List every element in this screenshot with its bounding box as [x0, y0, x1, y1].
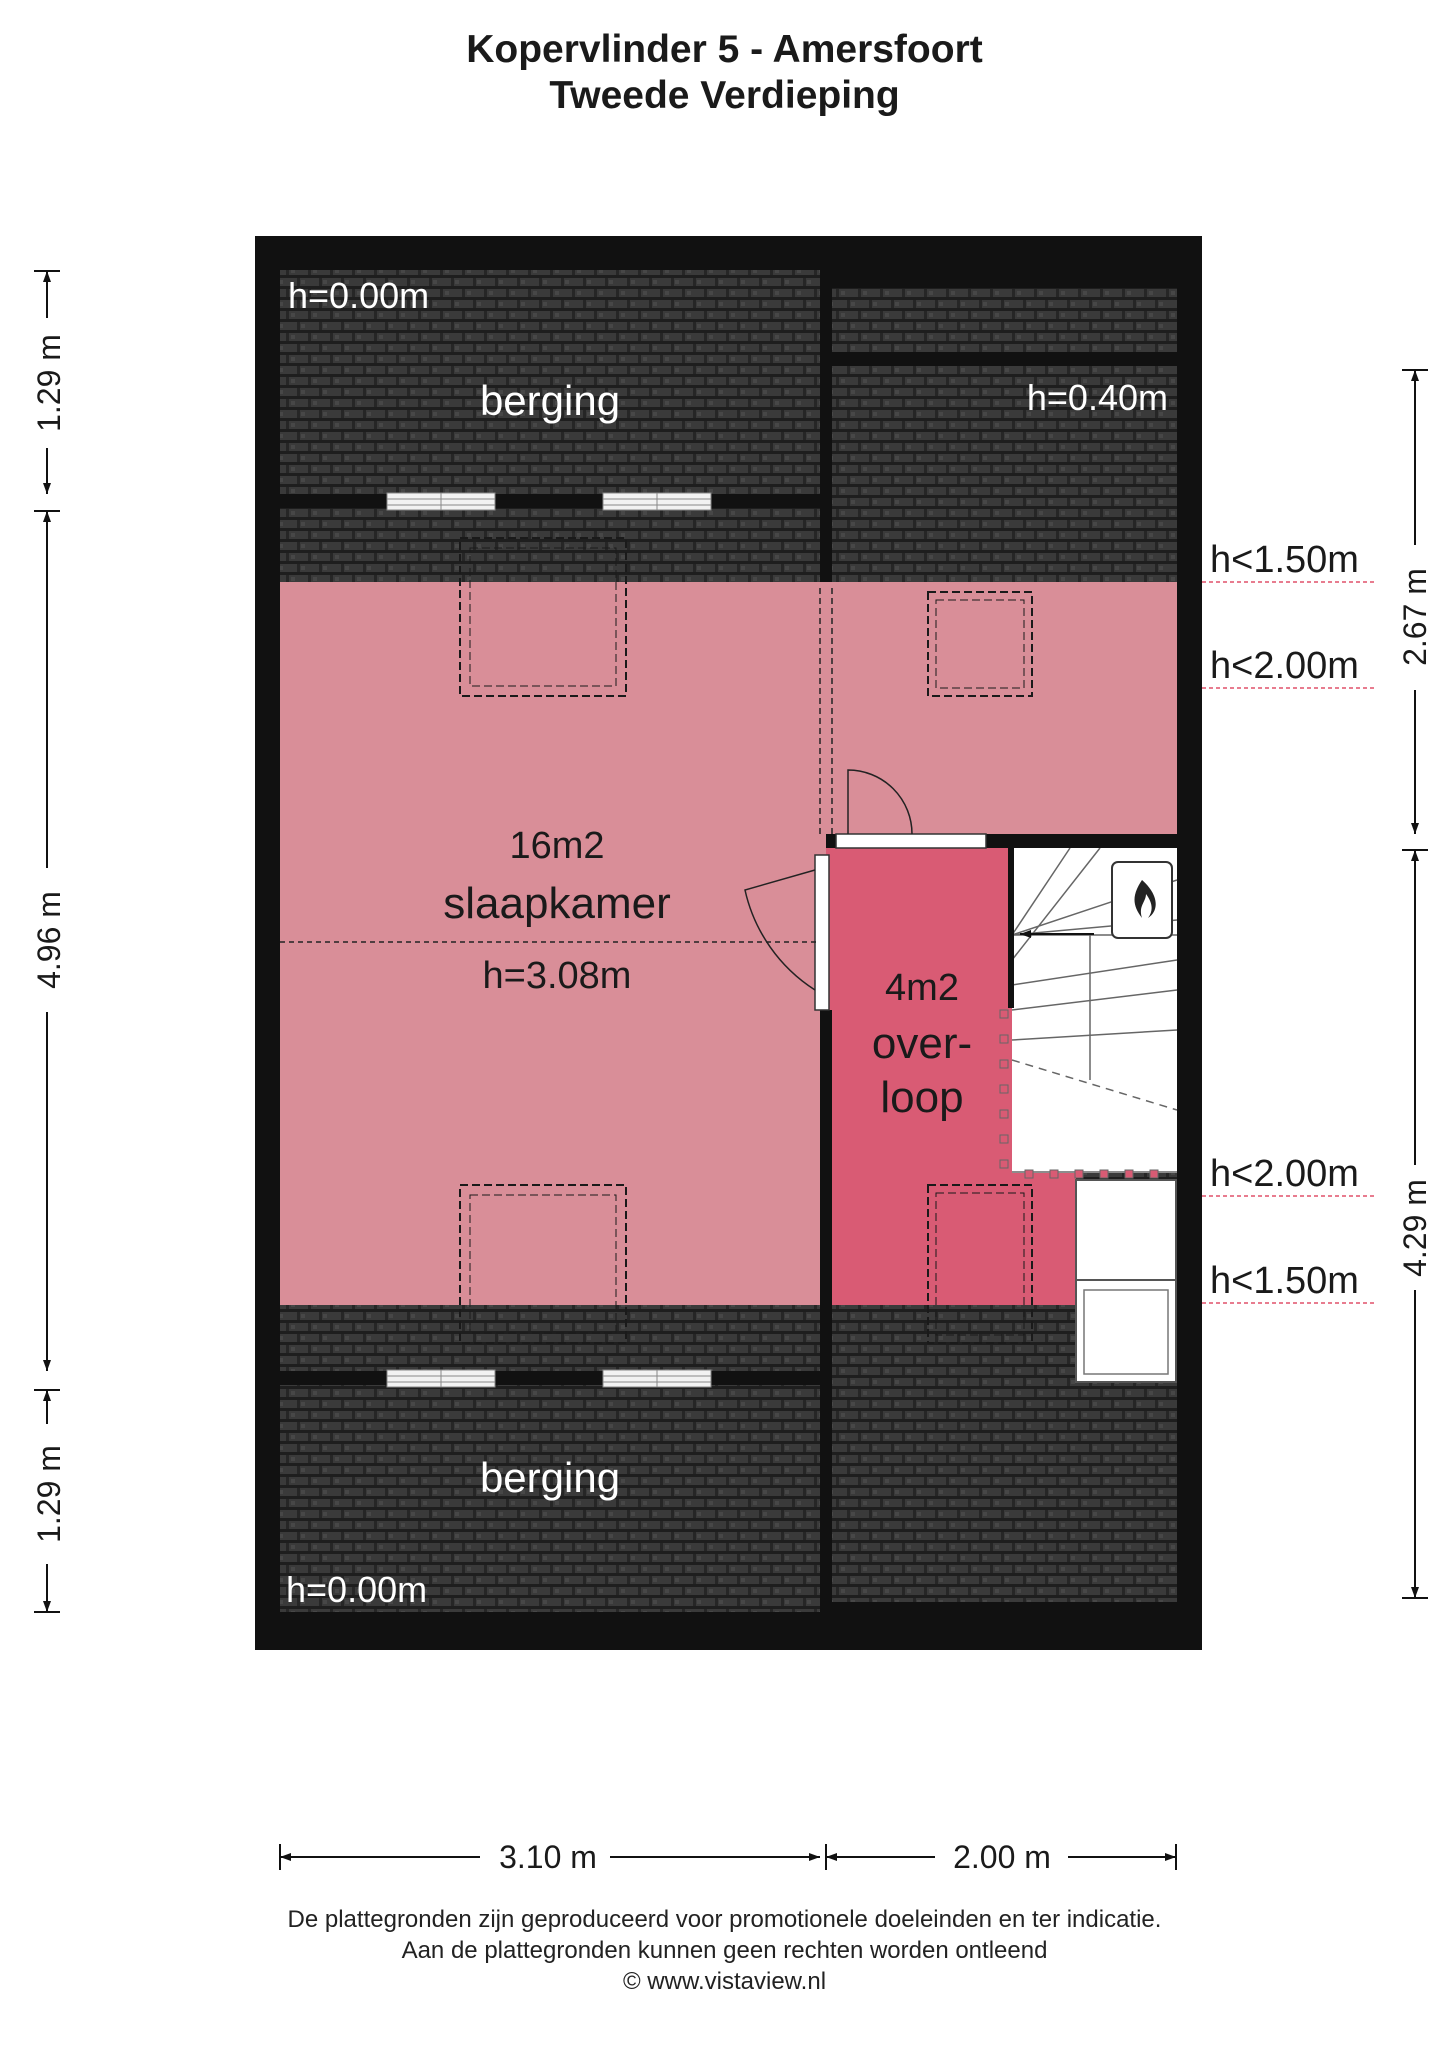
bedroom-name: slaapkamer	[443, 879, 670, 928]
bedroom-area-label: 16m2	[509, 825, 604, 867]
washing-machine	[1075, 1279, 1177, 1383]
storage-wall-bottom	[280, 1371, 820, 1385]
storage-bottom-name: berging	[480, 1454, 620, 1501]
skylight-landing	[927, 1184, 1033, 1344]
wall-vertical-upper	[820, 270, 832, 582]
storage-hatches-bottom	[386, 1369, 712, 1388]
height-marker-bottom-150: h<1.50m	[1210, 1260, 1359, 1302]
landing-name-line1: over-	[872, 1019, 972, 1068]
roof-right-height: h=0.40m	[1027, 377, 1168, 418]
dimension-bottom-left: 3.10 m	[499, 1839, 597, 1875]
dimension-lines-right	[1402, 369, 1428, 1599]
storage-top-height: h=0.00m	[288, 275, 429, 316]
landing-area-label: 4m2	[885, 967, 959, 1009]
wall-vertical-lower	[820, 1305, 832, 1612]
wall-stair-left	[1008, 848, 1014, 1008]
bedroom-area	[280, 582, 1177, 1305]
dimension-left-top: 1.29 m	[31, 334, 67, 432]
flame-icon	[1134, 880, 1156, 918]
dimension-left-middle: 4.96 m	[31, 891, 67, 989]
dimension-lines-bottom	[279, 1844, 1177, 1870]
dimension-right-bottom: 4.29 m	[1397, 1179, 1433, 1277]
opening-dashes	[819, 588, 833, 834]
washing-machine-door	[1083, 1289, 1169, 1375]
storage-top-name: berging	[480, 377, 620, 424]
landing-name-line2: loop	[880, 1073, 963, 1122]
dimension-right-top: 2.67 m	[1397, 568, 1433, 666]
door-bedroom	[814, 854, 830, 1011]
stair-railing	[999, 1009, 1159, 1179]
cabinet-upper	[1075, 1179, 1177, 1281]
disclaimer-line-2: Aan de plattegronden kunnen geen rechten…	[401, 1937, 1048, 1964]
door-swing-top	[847, 769, 913, 835]
wall-landing-left	[820, 1010, 832, 1305]
disclaimer-line-1: De plattegronden zijn geproduceerd voor …	[287, 1906, 1162, 1933]
door-landing-top	[835, 833, 987, 849]
dimension-bottom-right: 2.00 m	[953, 1839, 1051, 1875]
storage-wall-top	[280, 494, 820, 508]
skylight-bottom-left	[459, 1184, 627, 1344]
dimension-left-bottom: 1.29 m	[31, 1445, 67, 1543]
plan-title: Kopervlinder 5 - Amersfoort	[466, 28, 983, 71]
plan-subtitle: Tweede Verdieping	[549, 74, 900, 117]
storage-bottom-height: h=0.00m	[286, 1569, 427, 1610]
roof-beam-right	[832, 352, 1177, 366]
height-marker-bottom-200: h<2.00m	[1210, 1153, 1359, 1195]
skylight-top-right	[927, 591, 1033, 697]
skylights	[459, 537, 1033, 1344]
height-marker-lines	[1202, 581, 1376, 1304]
storage-hatches-top	[386, 492, 712, 511]
height-marker-top-150: h<1.50m	[1210, 539, 1359, 581]
skylight-top-left	[459, 537, 627, 697]
height-marker-top-200: h<2.00m	[1210, 645, 1359, 687]
dimension-lines-left	[34, 270, 60, 1613]
copyright-link[interactable]: © www.vistaview.nl	[622, 1968, 827, 1995]
bedroom-height: h=3.08m	[483, 955, 632, 997]
